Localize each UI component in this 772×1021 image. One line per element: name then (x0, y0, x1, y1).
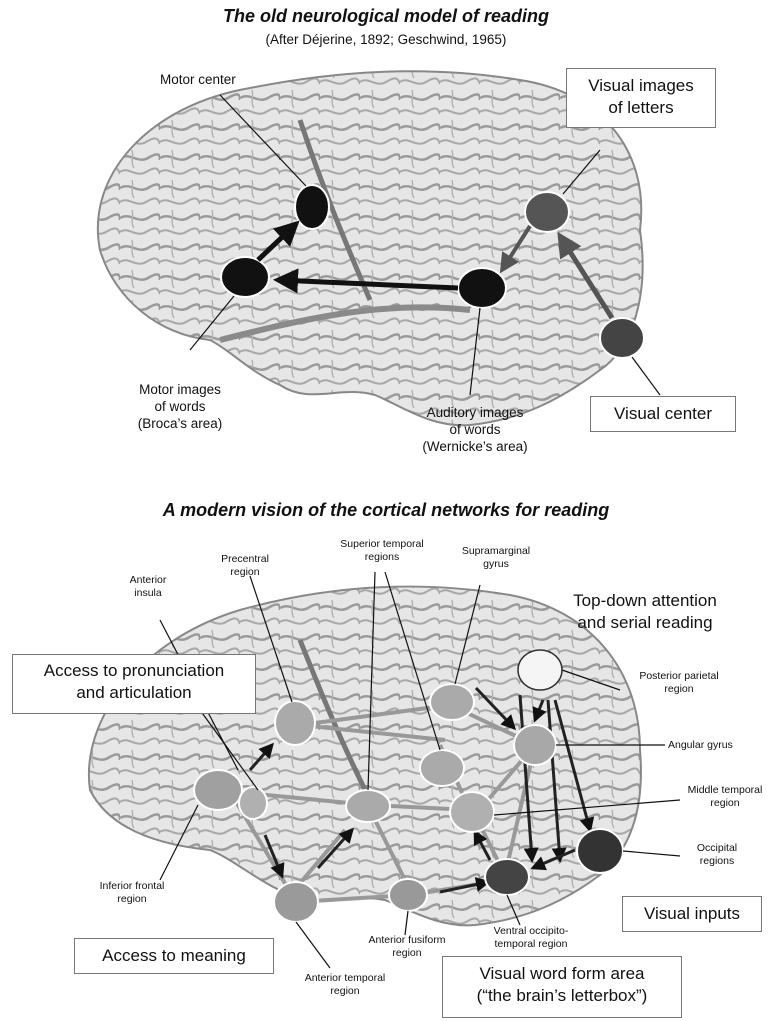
supramarginal-node (430, 684, 474, 720)
angular-node (514, 725, 556, 765)
ventral-occipito-node (485, 859, 529, 895)
label-inferior-frontal: Inferior frontal region (82, 880, 182, 906)
posterior-parietal-node (518, 650, 562, 690)
label-superior-temporal: Superior temporal regions (322, 538, 442, 564)
label-posterior-parietal: Posterior parietal region (624, 670, 734, 696)
box-visual-inputs: Visual inputs (622, 896, 762, 932)
broca-node (221, 257, 269, 297)
label-supramarginal: Supramarginal gyrus (446, 545, 546, 571)
superior-temporal-node-2 (346, 790, 390, 822)
bottom-brain-outline (89, 587, 641, 926)
box-visual-center: Visual center (590, 396, 736, 432)
box-visual-word-form-area: Visual word form area (“the brain’s lett… (442, 956, 682, 1018)
label-motor-center: Motor center (160, 72, 290, 89)
anterior-insula-node (239, 787, 267, 819)
visual-center-node (600, 318, 644, 358)
label-angular-gyrus: Angular gyrus (668, 739, 758, 752)
bottom-brain (89, 587, 641, 926)
label-occipital: Occipital regions (682, 842, 752, 868)
inferior-frontal-node (194, 770, 242, 810)
box-access-pronunciation: Access to pronunciation and articulation (12, 654, 256, 714)
superior-temporal-node-1 (420, 750, 464, 786)
label-ventral-occipito: Ventral occipito- temporal region (476, 925, 586, 951)
anterior-temporal-node (274, 882, 318, 922)
wernicke-node (458, 268, 506, 308)
visual-images-node (525, 192, 569, 232)
bottom-title: A modern vision of the cortical networks… (0, 500, 772, 521)
top-title: The old neurological model of reading (0, 6, 772, 27)
text-top-down-attention: Top-down attention and serial reading (550, 590, 740, 634)
label-anterior-insula: Anterior insula (108, 574, 188, 600)
label-precentral: Precentral region (200, 553, 290, 579)
occipital-node (577, 829, 623, 873)
label-middle-temporal: Middle temporal region (680, 784, 770, 810)
middle-temporal-node (450, 792, 494, 832)
precentral-node (275, 701, 315, 745)
motor-center-node (295, 185, 329, 229)
label-motor-images: Motor images of words (Broca’s area) (110, 382, 250, 433)
box-access-meaning: Access to meaning (74, 938, 274, 974)
label-auditory-images: Auditory images of words (Wernicke’s are… (395, 405, 555, 456)
top-brain-outline (98, 71, 643, 425)
box-visual-images: Visual images of letters (566, 68, 716, 128)
anterior-fusiform-node (389, 879, 427, 911)
top-brain (98, 71, 643, 425)
label-anterior-temporal: Anterior temporal region (290, 972, 400, 998)
top-subtitle: (After Déjerine, 1892; Geschwind, 1965) (0, 32, 772, 47)
